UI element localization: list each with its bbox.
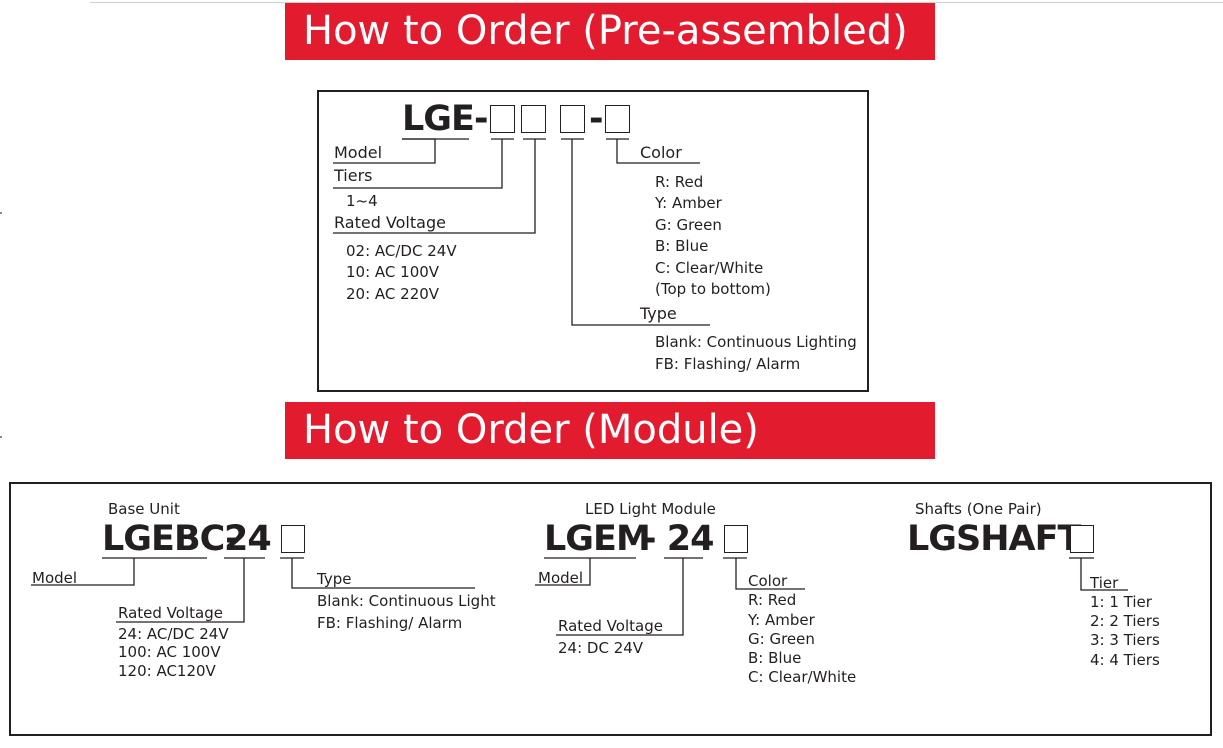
preassembled-box [317, 90, 869, 392]
base-type-option: Blank: Continuous Light [317, 592, 496, 610]
base-voltage-option: 120: AC120V [118, 662, 216, 680]
color-slot [605, 105, 630, 133]
base-model-leader [31, 558, 135, 586]
led-color-option: C: Clear/White [748, 668, 857, 686]
base-voltage-label: Rated Voltage [118, 604, 223, 622]
tiers-label: Tiers [334, 166, 373, 185]
led-module-heading: LED Light Module [585, 500, 716, 518]
voltage-option: 02: AC/DC 24V [346, 242, 457, 260]
led-model-label: Model [538, 569, 584, 587]
color-option: G: Green [655, 216, 722, 234]
led-color-option: Y: Amber [748, 611, 815, 629]
preassembled-title: How to Order (Pre-assembled) [285, 3, 935, 60]
led-code-a: LGEM [544, 519, 651, 559]
tiers-slot [490, 105, 515, 133]
model-label: Model [334, 143, 383, 162]
voltage-option: 20: AC 220V [346, 285, 440, 303]
model-leader [333, 138, 436, 164]
led-code-b: - 24 - [642, 519, 739, 559]
top-rule [90, 2, 1223, 3]
edge-mark [0, 436, 2, 438]
tiers-option: 1~4 [346, 192, 378, 210]
type-leader [571, 139, 710, 326]
voltage-leader [333, 139, 536, 234]
base-model-label: Model [32, 569, 78, 587]
led-color-option: G: Green [748, 630, 815, 648]
shaft-tier-option: 1: 1 Tier [1090, 593, 1152, 611]
base-type-slot [281, 525, 305, 553]
color-option: C: Clear/White [655, 259, 764, 277]
color-option: Y: Amber [655, 194, 722, 212]
preassembled-code-dash: - [589, 99, 603, 139]
edge-mark [0, 212, 2, 214]
base-type-leader [291, 558, 475, 589]
base-voltage-leader [116, 558, 245, 623]
led-voltage-label: Rated Voltage [558, 617, 663, 635]
base-type-option: FB: Flashing/ Alarm [317, 614, 463, 632]
base-type-label: Type [317, 570, 352, 588]
module-box [9, 482, 1212, 736]
type-slot [560, 105, 585, 133]
type-option: FB: Flashing/ Alarm [655, 355, 801, 373]
voltage-label: Rated Voltage [334, 213, 446, 232]
voltage-slot [521, 105, 546, 133]
color-option: B: Blue [655, 237, 709, 255]
led-color-option: B: Blue [748, 649, 802, 667]
led-color-label: Color [748, 572, 788, 590]
led-voltage-option: 24: DC 24V [558, 639, 644, 657]
shaft-tier-option: 2: 2 Tiers [1090, 612, 1160, 630]
color-leader [616, 139, 700, 164]
shaft-tier-option: 3: 3 Tiers [1090, 631, 1160, 649]
shaft-code: LGSHAFT- [907, 519, 1090, 559]
color-option: R: Red [655, 173, 704, 191]
base-code-b: 24 [224, 519, 272, 559]
voltage-option: 10: AC 100V [346, 263, 440, 281]
shafts-heading: Shafts (One Pair) [915, 500, 1042, 518]
type-label: Type [640, 304, 677, 323]
shaft-tier-option: 4: 4 Tiers [1090, 651, 1160, 669]
color-label: Color [640, 143, 682, 162]
shaft-tier-slot [1070, 525, 1094, 553]
tiers-leader [333, 139, 503, 189]
preassembled-code-prefix: LGE- [402, 99, 488, 139]
base-voltage-option: 24: AC/DC 24V [118, 625, 229, 643]
shaft-tier-leader [1080, 558, 1128, 591]
led-voltage-leader [556, 558, 684, 636]
base-code-a: LGEBC- [102, 519, 240, 559]
type-option: Blank: Continuous Lighting [655, 333, 857, 351]
module-title: How to Order (Module) [285, 402, 935, 459]
led-model-leader [535, 558, 591, 586]
led-color-leader [735, 558, 805, 590]
base-unit-heading: Base Unit [108, 500, 180, 518]
led-color-option: R: Red [748, 591, 797, 609]
base-voltage-option: 100: AC 100V [118, 643, 221, 661]
shaft-tier-label: Tier [1090, 574, 1119, 592]
color-option: (Top to bottom) [655, 280, 771, 298]
led-color-slot [724, 525, 748, 553]
